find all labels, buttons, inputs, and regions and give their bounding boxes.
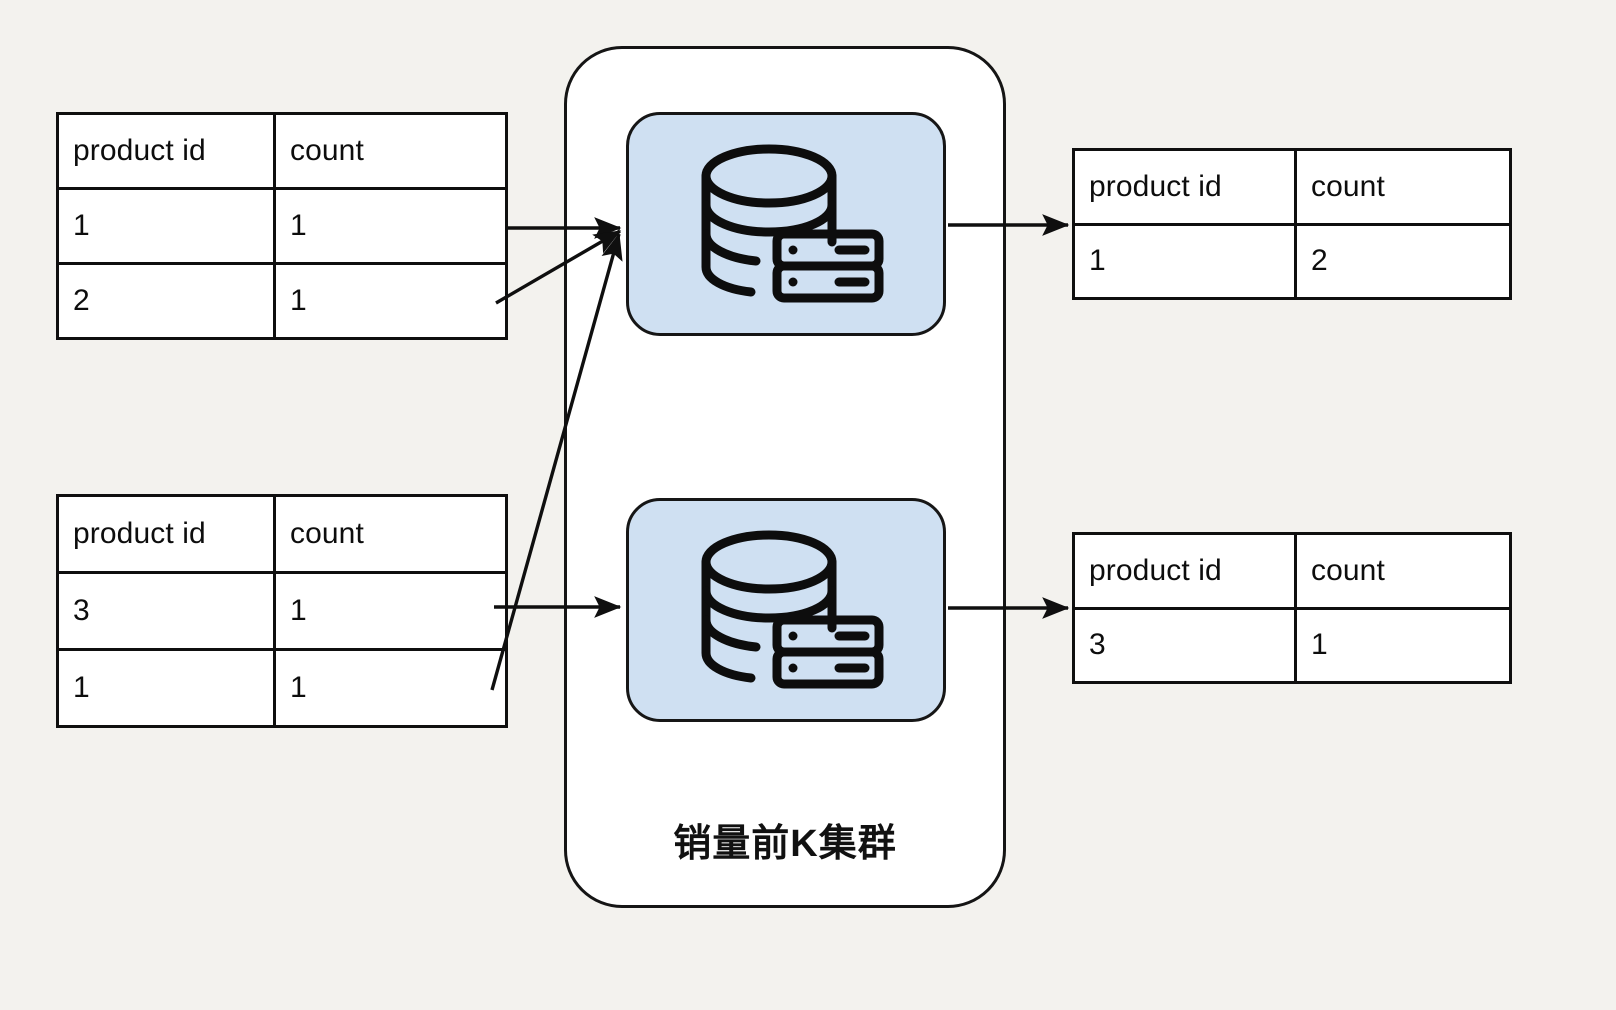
cluster-label: 销量前K集群 bbox=[673, 823, 897, 865]
column-header-count: count bbox=[1311, 553, 1385, 587]
source-table-2: product id count 3 1 1 1 bbox=[56, 494, 508, 728]
source-table-1: product id count 1 1 2 1 bbox=[56, 112, 508, 340]
table-header-row: product id count bbox=[1075, 535, 1509, 607]
cell-count: 1 bbox=[290, 671, 307, 704]
cell-count: 1 bbox=[290, 284, 307, 317]
cell-count: 1 bbox=[1311, 628, 1328, 662]
cell-product-id: 3 bbox=[1075, 609, 1297, 681]
cell-count: 2 bbox=[1311, 244, 1328, 278]
table-row: 3 1 bbox=[1075, 606, 1509, 681]
cell-product-id: 1 bbox=[59, 651, 276, 725]
column-header-count: count bbox=[290, 134, 364, 167]
column-header-product-id: product id bbox=[59, 115, 276, 187]
table-header-row: product id count bbox=[59, 497, 505, 571]
database-node-1[interactable] bbox=[626, 112, 946, 336]
table-row: 1 2 bbox=[1075, 222, 1509, 297]
database-node-2[interactable] bbox=[626, 498, 946, 722]
column-header-product-id: product id bbox=[59, 497, 276, 571]
table-row: 1 1 bbox=[59, 648, 505, 725]
cell-product-id: 1 bbox=[59, 190, 276, 262]
table-row: 2 1 bbox=[59, 262, 505, 337]
table-header-row: product id count bbox=[1075, 151, 1509, 223]
database-server-icon bbox=[701, 530, 884, 689]
column-header-count: count bbox=[290, 517, 364, 550]
cell-product-id: 2 bbox=[59, 265, 276, 337]
cell-product-id: 3 bbox=[59, 574, 276, 648]
result-table-1: product id count 1 2 bbox=[1072, 148, 1512, 300]
table-row: 1 1 bbox=[59, 187, 505, 262]
cell-product-id: 1 bbox=[1075, 225, 1297, 297]
table-row: 3 1 bbox=[59, 571, 505, 648]
table-header-row: product id count bbox=[59, 115, 505, 187]
database-server-icon bbox=[701, 144, 884, 303]
result-table-2: product id count 3 1 bbox=[1072, 532, 1512, 684]
column-header-count: count bbox=[1311, 169, 1385, 203]
cell-count: 1 bbox=[290, 594, 307, 627]
cell-count: 1 bbox=[290, 209, 307, 242]
column-header-product-id: product id bbox=[1075, 535, 1297, 607]
column-header-product-id: product id bbox=[1075, 151, 1297, 223]
